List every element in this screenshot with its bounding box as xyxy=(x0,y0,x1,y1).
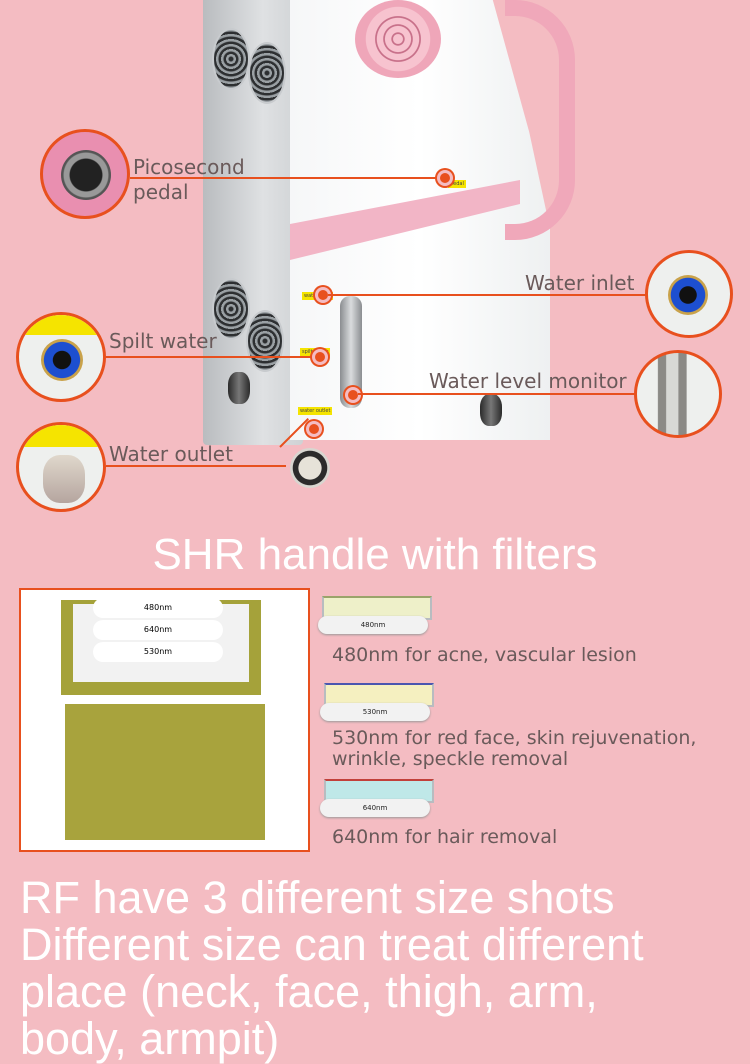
spilt-water-thumbnail xyxy=(16,312,106,402)
caster-wheel-icon xyxy=(290,448,330,488)
water-level-monitor-label: Water level monitor xyxy=(429,369,627,393)
callout-dot xyxy=(318,290,328,300)
picosecond-pedal-label: Picosecond xyxy=(133,155,245,179)
rf-section-text: RF have 3 different size shots Different… xyxy=(20,874,750,1062)
push-fitting-icon xyxy=(668,275,708,315)
cooling-fan-icon xyxy=(248,42,286,104)
water-level-monitor-thumbnail xyxy=(634,350,722,438)
water-inlet-tag: water inlet xyxy=(302,292,333,300)
filter-640nm: 640nm xyxy=(320,779,434,819)
handpiece-cable xyxy=(505,0,575,240)
push-fitting-icon xyxy=(41,339,83,381)
filter-grip-label: 480nm xyxy=(318,616,428,634)
pedal-tag: pedal xyxy=(448,180,466,188)
picosecond-pedal-thumbnail xyxy=(40,129,130,219)
spilt-water-tag: spilt water xyxy=(300,348,331,356)
filter-530nm-description: 530nm for red face, skin rejuvenation, xyxy=(332,727,697,749)
callout-line xyxy=(130,177,440,179)
filter-530nm-description-2: wrinkle, speckle removal xyxy=(332,748,569,770)
filter-grip-label: 530nm xyxy=(320,703,430,721)
cooling-fan-icon xyxy=(212,278,250,340)
rf-line: Different size can treat different xyxy=(20,919,644,970)
caster-wheel-icon xyxy=(480,394,502,426)
speaker-grille-icon xyxy=(355,0,441,78)
cooling-fan-icon xyxy=(212,28,250,90)
callout-line xyxy=(106,356,316,358)
box-filter-label: 480nm xyxy=(93,598,223,618)
box-filter-label: 640nm xyxy=(93,620,223,640)
water-inlet-thumbnail xyxy=(645,250,733,338)
water-inlet-label: Water inlet xyxy=(525,271,635,295)
filter-480nm-description: 480nm for acne, vascular lesion xyxy=(332,644,637,666)
water-outlet-label: Water outlet xyxy=(109,442,233,466)
picosecond-pedal-label-2: pedal xyxy=(133,180,189,204)
filter-640nm-description: 640nm for hair removal xyxy=(332,826,558,848)
callout-line xyxy=(106,465,286,467)
callout-dot xyxy=(309,424,319,434)
spilt-water-label: Spilt water xyxy=(109,329,217,353)
filter-grip-label: 640nm xyxy=(320,799,430,817)
cap-fitting-icon xyxy=(43,455,85,503)
callout-line xyxy=(358,393,636,395)
callout-dot xyxy=(440,173,450,183)
level-gauge-icon xyxy=(637,353,638,354)
callout-dot xyxy=(348,390,358,400)
filter-480nm: 480nm xyxy=(318,596,432,636)
cooling-fan-icon xyxy=(246,310,284,372)
shr-section-title: SHR handle with filters xyxy=(152,530,598,579)
rf-line: RF have 3 different size shots xyxy=(20,872,615,923)
connector-plug-icon xyxy=(61,150,111,200)
water-level-gauge xyxy=(340,296,362,408)
filter-530nm: 530nm xyxy=(320,683,434,723)
callout-dot xyxy=(315,352,325,362)
filter-box-photo: 480nm 640nm 530nm xyxy=(19,588,310,852)
water-outlet-tag: water outlet xyxy=(298,407,333,415)
box-filter-label: 530nm xyxy=(93,642,223,662)
filter-box-lid xyxy=(65,704,265,840)
rf-line: body, armpit) xyxy=(20,1013,280,1064)
callout-line xyxy=(328,294,646,296)
caster-wheel-icon xyxy=(228,372,250,404)
water-outlet-thumbnail xyxy=(16,422,106,512)
rf-line: place (neck, face, thigh, arm, xyxy=(20,966,598,1017)
